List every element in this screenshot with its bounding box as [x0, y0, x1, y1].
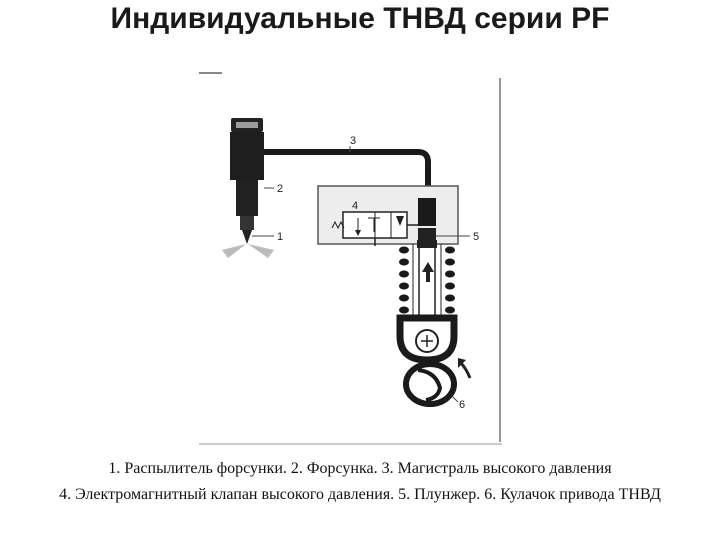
injector	[230, 118, 264, 244]
nozzle-spray	[222, 244, 274, 258]
spring-right	[445, 246, 455, 314]
leader-lines	[252, 146, 470, 403]
label-1: 1	[277, 231, 283, 243]
guide-lines	[412, 244, 442, 318]
label-4: 4	[352, 200, 358, 212]
solenoid-valve	[331, 211, 418, 246]
up-arrow-icon	[422, 262, 434, 282]
label-6: 6	[459, 399, 465, 411]
high-pressure-line	[264, 149, 431, 200]
pump-diagram: 1 2 3 4 5 6	[199, 72, 502, 445]
pump-body	[317, 185, 459, 245]
spring-left	[399, 246, 409, 314]
cam	[403, 361, 457, 407]
label-5: 5	[473, 231, 479, 243]
page-title: Индивидуальные ТНВД серии PF	[110, 2, 610, 35]
label-2: 2	[277, 183, 283, 195]
rotation-arrow-icon	[458, 358, 472, 379]
roller-tappet	[396, 314, 458, 364]
caption-line-1: 1. Распылитель форсунки. 2. Форсунка. 3.…	[108, 460, 612, 477]
caption-line-2: 4. Электромагнитный клапан высокого давл…	[59, 486, 661, 503]
label-3: 3	[350, 135, 356, 147]
